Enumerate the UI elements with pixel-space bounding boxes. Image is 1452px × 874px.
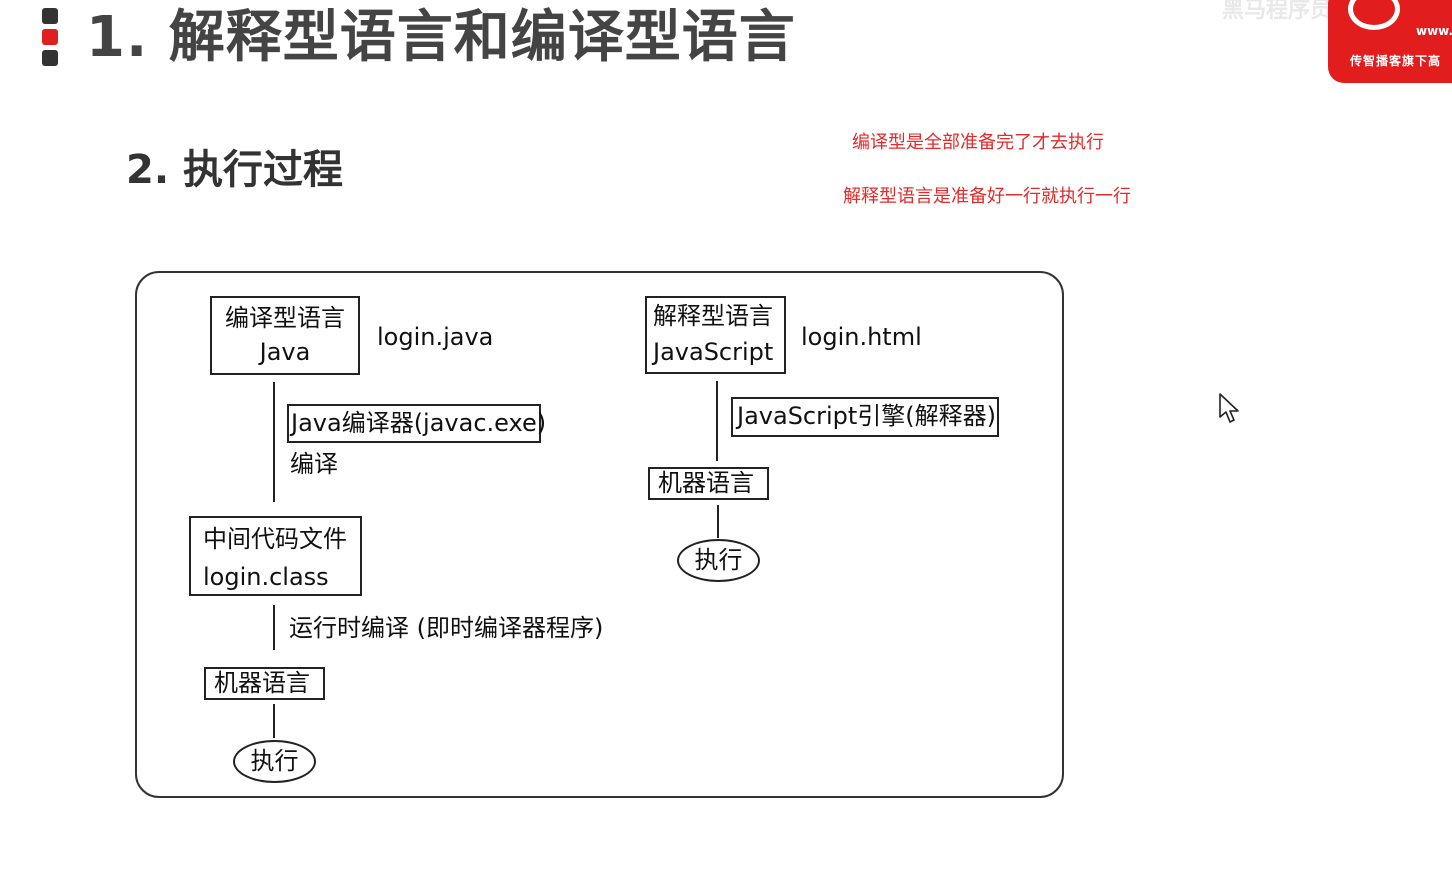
slide-subtitle: 2. 执行过程 bbox=[126, 147, 343, 193]
js-engine-label: JavaScript引擎(解释器) bbox=[737, 402, 997, 430]
interpreted-machine-code-box: 机器语言 bbox=[648, 467, 769, 500]
interpreted-connector-1 bbox=[716, 381, 718, 461]
intermediate-file-box: 中间代码文件 login.class bbox=[189, 516, 362, 596]
compiled-language-box: 编译型语言 Java bbox=[210, 296, 360, 375]
compiled-language-label: 编译型语言 bbox=[225, 304, 345, 332]
bullet-dot-middle bbox=[42, 29, 58, 45]
diagram-frame bbox=[135, 271, 1064, 798]
intermediate-file-label: 中间代码文件 bbox=[203, 525, 347, 553]
compiled-connector-3 bbox=[273, 704, 275, 738]
compiled-execute-node: 执行 bbox=[233, 740, 316, 783]
bullet-dot-bottom bbox=[42, 50, 58, 66]
annotation-compiled: 编译型是全部准备完了才去执行 bbox=[852, 132, 1104, 153]
compiled-source-file: login.java bbox=[377, 323, 494, 351]
intermediate-file-name: login.class bbox=[203, 563, 329, 591]
logo-ring-icon bbox=[1348, 0, 1400, 30]
compiled-machine-code-label: 机器语言 bbox=[214, 669, 310, 697]
interpreted-machine-code-label: 机器语言 bbox=[658, 469, 754, 497]
logo-www: www. bbox=[1416, 24, 1452, 38]
bullet-dot-top bbox=[42, 8, 58, 24]
compiled-connector-1 bbox=[273, 382, 275, 502]
java-compiler-label: Java编译器(javac.exe) bbox=[291, 409, 547, 437]
java-compiler-box: Java编译器(javac.exe) bbox=[287, 404, 547, 443]
watermark-text: 黑马程序员 bbox=[1222, 0, 1333, 23]
compiled-machine-code-box: 机器语言 bbox=[204, 667, 325, 700]
mouse-cursor-icon bbox=[1219, 393, 1239, 423]
slide-title: 1. 解释型语言和编译型语言 bbox=[86, 5, 796, 70]
logo-slogan: 传智播客旗下高 bbox=[1350, 54, 1442, 68]
interpreted-connector-2 bbox=[717, 505, 719, 538]
annotation-interpreted: 解释型语言是准备好一行就执行一行 bbox=[843, 186, 1131, 207]
interpreted-language-example: JavaScript bbox=[653, 338, 774, 366]
interpreted-source-file: login.html bbox=[801, 323, 922, 351]
compile-step-label: 编译 bbox=[290, 450, 338, 478]
interpreted-language-label: 解释型语言 bbox=[653, 302, 773, 330]
interpreted-execute-node: 执行 bbox=[677, 539, 760, 582]
interpreted-language-box: 解释型语言 JavaScript bbox=[645, 296, 786, 374]
compiled-language-example: Java bbox=[259, 338, 311, 366]
compiled-connector-2 bbox=[273, 605, 275, 650]
watermark-logo: www. 传智播客旗下高 bbox=[1328, 0, 1452, 83]
runtime-compile-label: 运行时编译 (即时编译器程序) bbox=[289, 614, 604, 642]
bullet-marker bbox=[42, 8, 60, 71]
js-engine-box: JavaScript引擎(解释器) bbox=[731, 397, 999, 437]
